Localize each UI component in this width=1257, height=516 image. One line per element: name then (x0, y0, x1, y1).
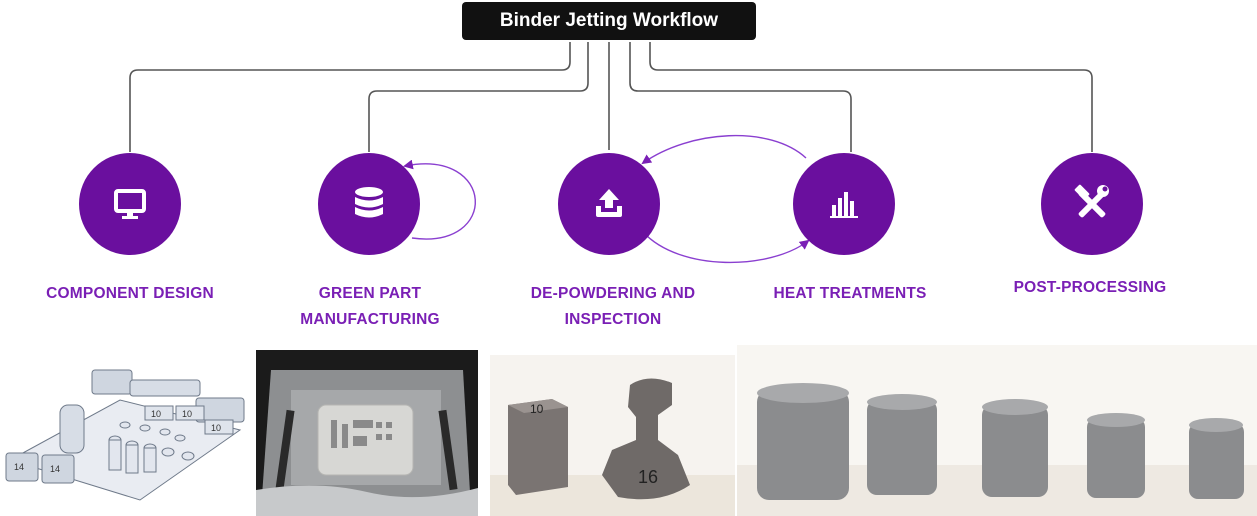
cube-label: 10 (530, 402, 544, 416)
step-component-design-circle (79, 153, 181, 255)
monitor-icon (114, 189, 146, 219)
loop-arrow-green-part (403, 159, 476, 240)
cad-label-2: 10 (182, 409, 192, 419)
depowdered-parts-image: 10 16 (490, 355, 735, 516)
step-green-part-circle (318, 153, 420, 255)
arrow-heat-to-depowder (641, 135, 807, 165)
step-green-part-label: GREEN PART MANUFACTURING (300, 285, 440, 328)
connector-heat-treatments (629, 42, 852, 152)
cad-label-5: 14 (50, 464, 60, 474)
bar-chart-icon (830, 192, 858, 218)
heat-treated-cylinders-image (737, 345, 1257, 516)
dumbbell-label: 16 (638, 467, 658, 487)
cad-model-image: 10 10 10 14 14 (0, 360, 255, 516)
connector-post-processing (649, 42, 1093, 152)
step-heat-treatments-label: HEAT TREATMENTS (773, 285, 927, 302)
step-post-processing-circle (1041, 153, 1143, 255)
connector-green-part (368, 42, 589, 152)
step-component-design-label: COMPONENT DESIGN (46, 285, 214, 302)
connector-component-design (129, 42, 571, 152)
step-de-powdering-label: DE-POWDERING AND INSPECTION (530, 285, 696, 328)
workflow-title: Binder Jetting Workflow (462, 2, 756, 40)
database-icon (355, 187, 383, 218)
step-post-processing-label: POST-PROCESSING (1013, 279, 1167, 296)
step-de-powdering-circle (558, 153, 660, 255)
upload-tray-icon (596, 189, 622, 217)
cad-label-4: 14 (14, 462, 24, 472)
arrow-depowder-to-heat (642, 231, 810, 264)
cad-label-3: 10 (211, 423, 221, 433)
hammer-wrench-icon (1074, 184, 1109, 218)
cad-label-1: 10 (151, 409, 161, 419)
powder-bed-image (256, 350, 478, 516)
step-heat-treatments-circle (793, 153, 895, 255)
